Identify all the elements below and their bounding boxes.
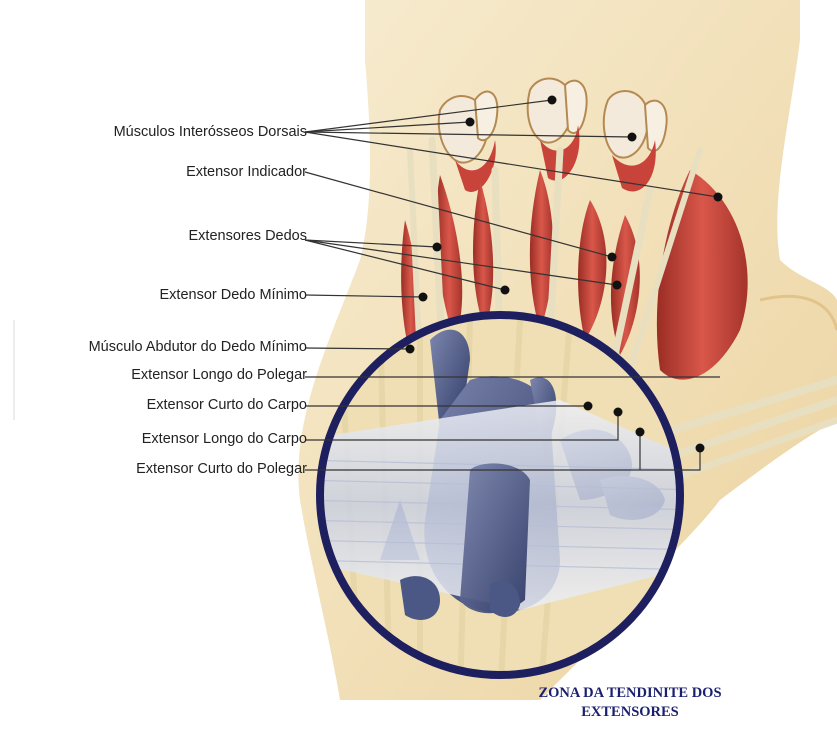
label-extensores-dedos: Extensores Dedos	[189, 227, 307, 245]
label-musculo-abdutor-dedo-minimo: Músculo Abdutor do Dedo Mínimo	[89, 338, 307, 356]
label-extensor-longo-polegar: Extensor Longo do Polegar	[131, 366, 307, 384]
zone-caption-line1: ZONA DA TENDINITE DOS	[470, 684, 790, 703]
label-extensor-indicador: Extensor Indicador	[186, 163, 307, 181]
label-extensor-dedo-minimo: Extensor Dedo Mínimo	[160, 286, 307, 304]
label-extensor-curto-carpo: Extensor Curto do Carpo	[147, 396, 307, 414]
zone-caption-line2: EXTENSORES	[470, 703, 790, 722]
label-musculos-interosseos-dorsais: Músculos Interósseos Dorsais	[114, 123, 307, 141]
label-extensor-curto-polegar: Extensor Curto do Polegar	[136, 460, 307, 478]
zone-caption: ZONA DA TENDINITE DOS EXTENSORES	[470, 684, 790, 722]
label-extensor-longo-carpo: Extensor Longo do Carpo	[142, 430, 307, 448]
